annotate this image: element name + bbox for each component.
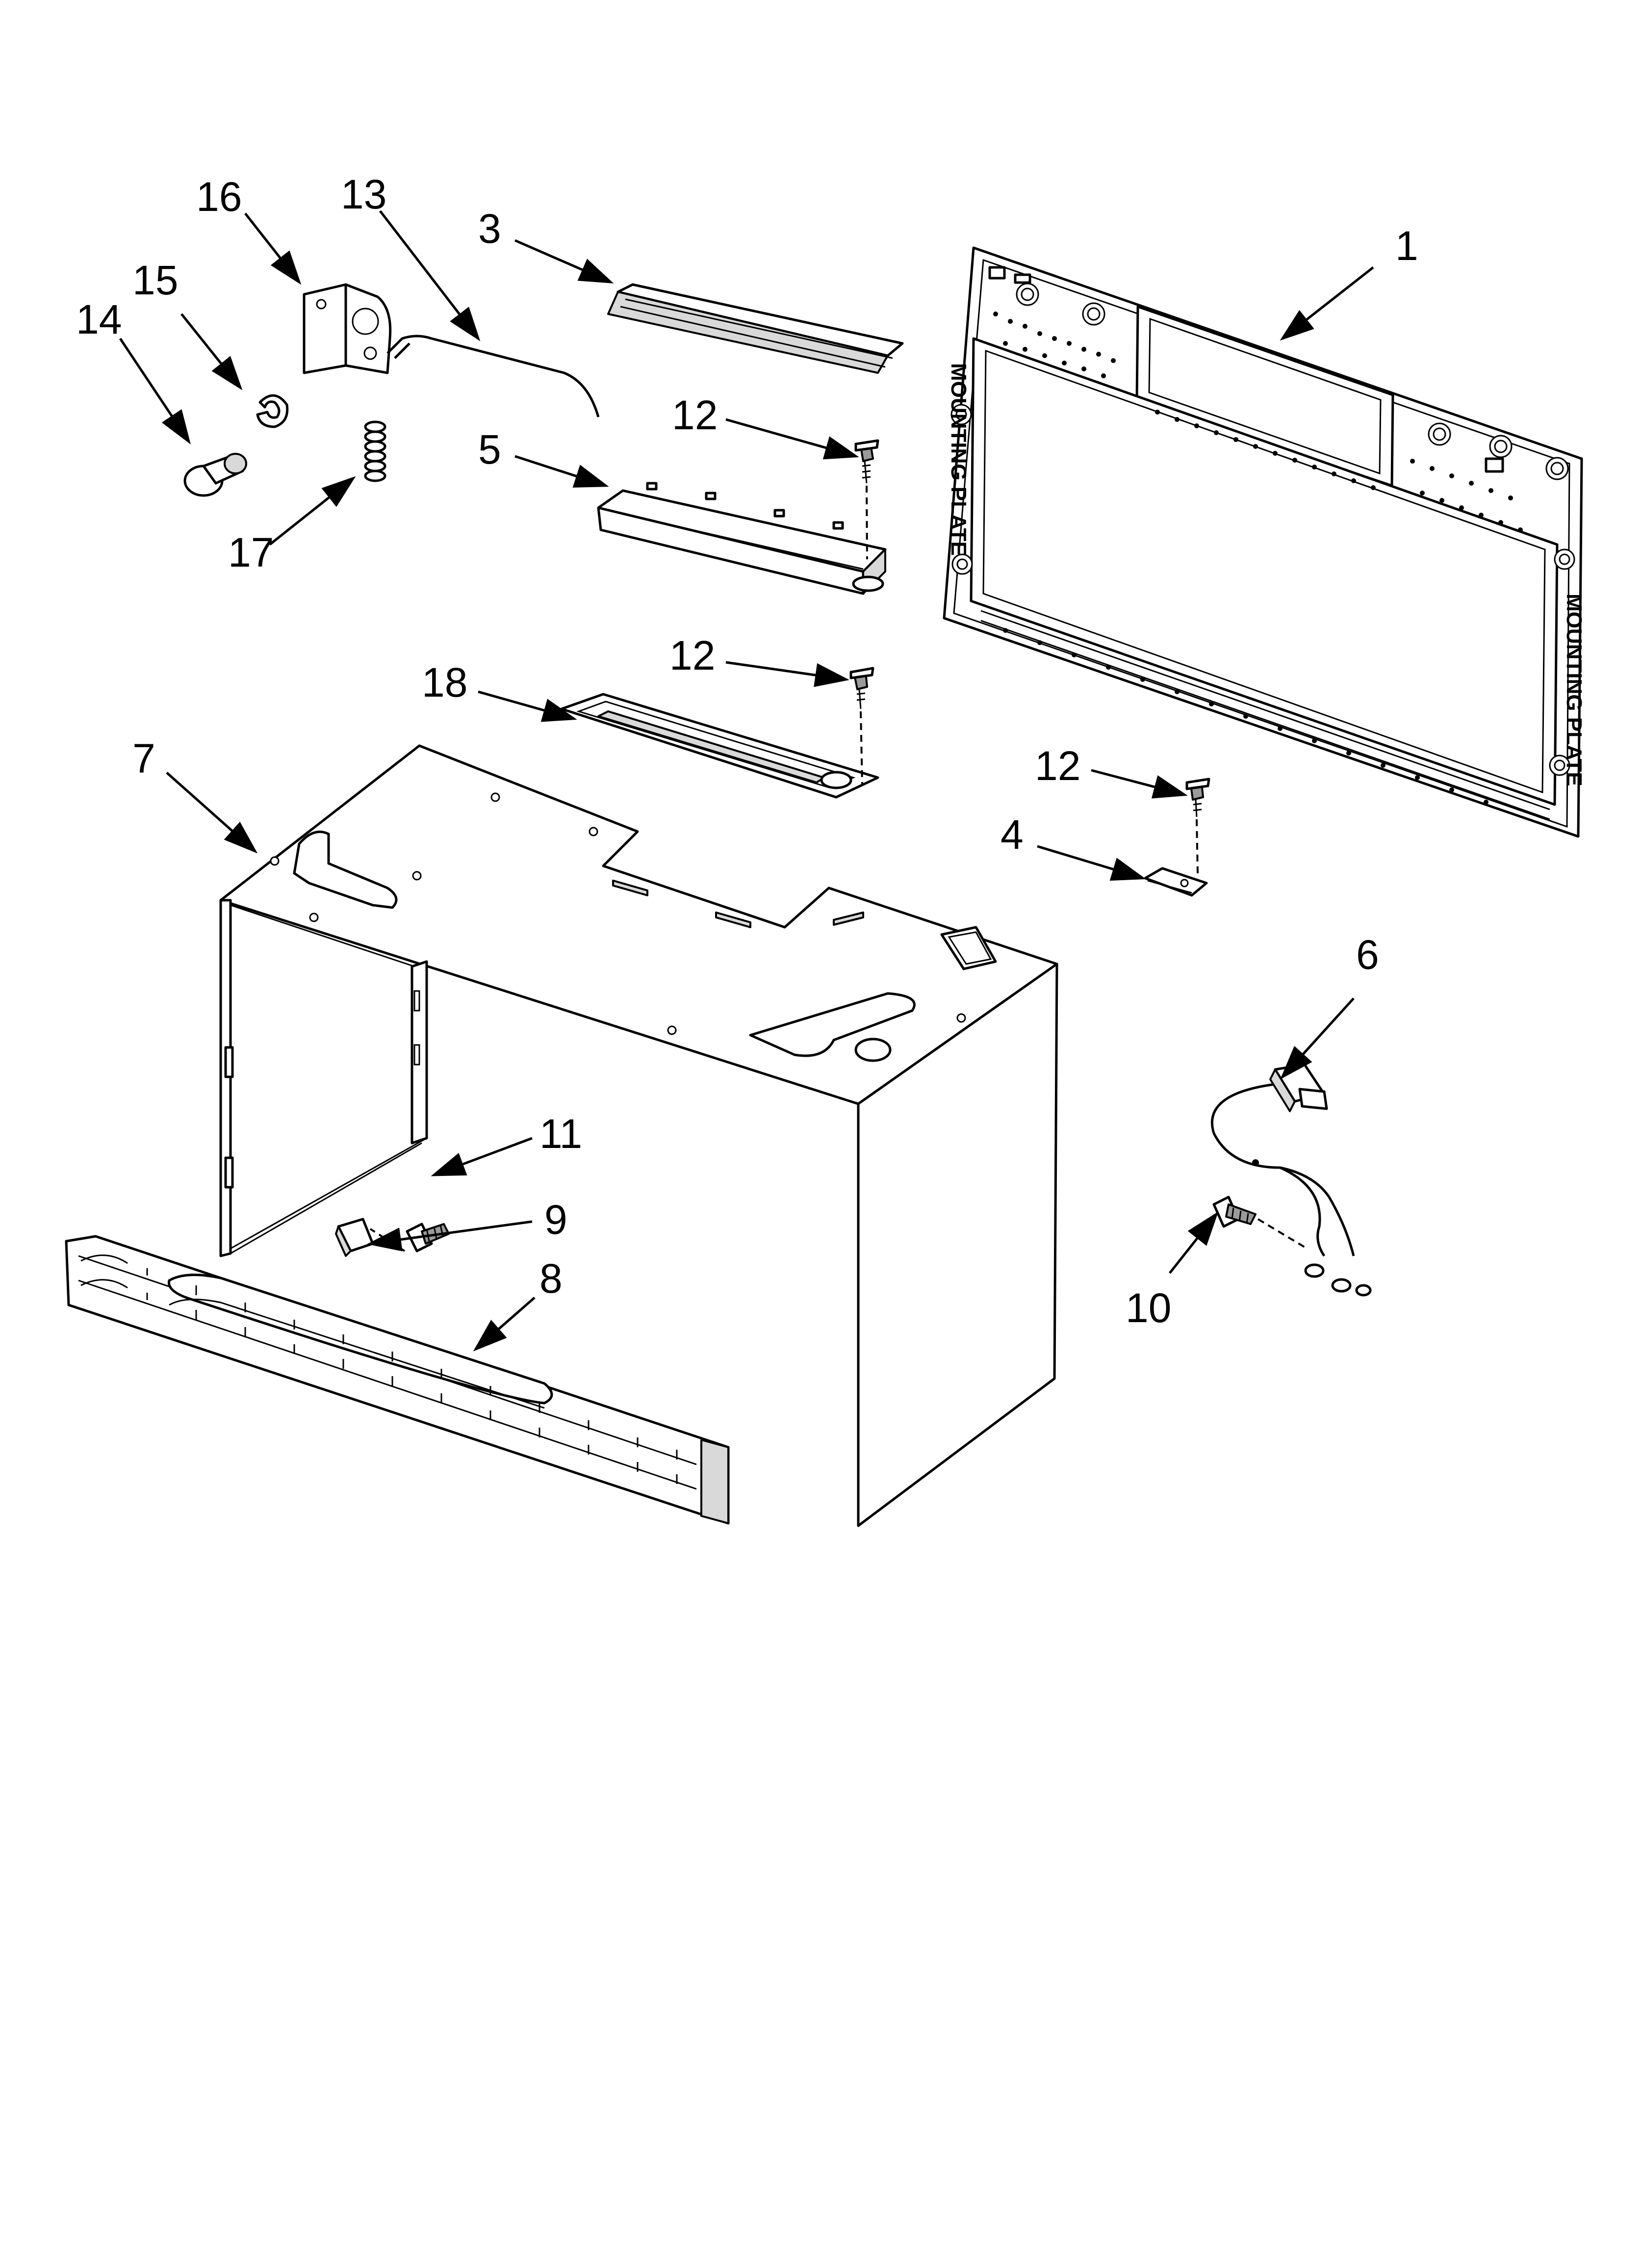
callout-12-a: 12 [672,392,718,438]
callout-16: 16 [196,174,242,220]
callout-10: 10 [1126,1285,1171,1331]
callout-15: 15 [132,257,178,303]
plate-marking-left: MOUNTING PLATE [947,363,971,556]
screw-12-b [849,667,874,709]
part-9-clip [335,1218,374,1257]
callout-6: 6 [1356,932,1379,978]
callout-12-b: 12 [669,632,715,678]
callout-5: 5 [478,426,501,472]
part-10-guide [1257,1218,1308,1250]
screw-12-a [854,439,879,484]
mounting-plate: MOUNTING PLATE MOUNTING PLATE [943,246,1586,838]
plate-marking-right: MOUNTING PLATE [1562,594,1586,786]
part-14-pin [183,453,247,497]
part-17-spring [364,420,386,482]
callout-labels: 1 3 4 5 6 7 8 9 10 11 12 12 12 13 14 15 … [76,171,1418,1331]
part-16-hinge-bracket [303,283,392,374]
callout-9: 9 [544,1197,567,1243]
cabinet [219,744,1058,1527]
callout-17: 17 [228,529,274,575]
part-10-screw [1212,1196,1257,1228]
callout-3: 3 [478,206,501,252]
callout-1: 1 [1395,223,1418,269]
part-5-bracket [597,482,887,595]
callout-12-c: 12 [1035,743,1080,789]
leader-lines [119,210,1374,1352]
part-18-gasket [560,693,879,799]
grille [65,1235,730,1525]
callout-13: 13 [341,171,386,217]
callout-11: 11 [539,1111,582,1157]
part-3-channel [607,283,904,374]
callout-7: 7 [132,735,155,782]
screw-12-c-guide [1196,819,1199,874]
callout-14: 14 [76,296,122,342]
part-4-plate [1144,867,1208,897]
part-13-wire [386,335,600,417]
screw-12-c [1185,778,1210,817]
part-15-c-clip [256,394,289,428]
screw-12-b-guide [860,711,863,785]
part-6-wire-harness [1210,1063,1372,1297]
callout-4: 4 [1001,811,1024,858]
callout-18: 18 [422,659,467,705]
callout-8: 8 [539,1255,563,1302]
